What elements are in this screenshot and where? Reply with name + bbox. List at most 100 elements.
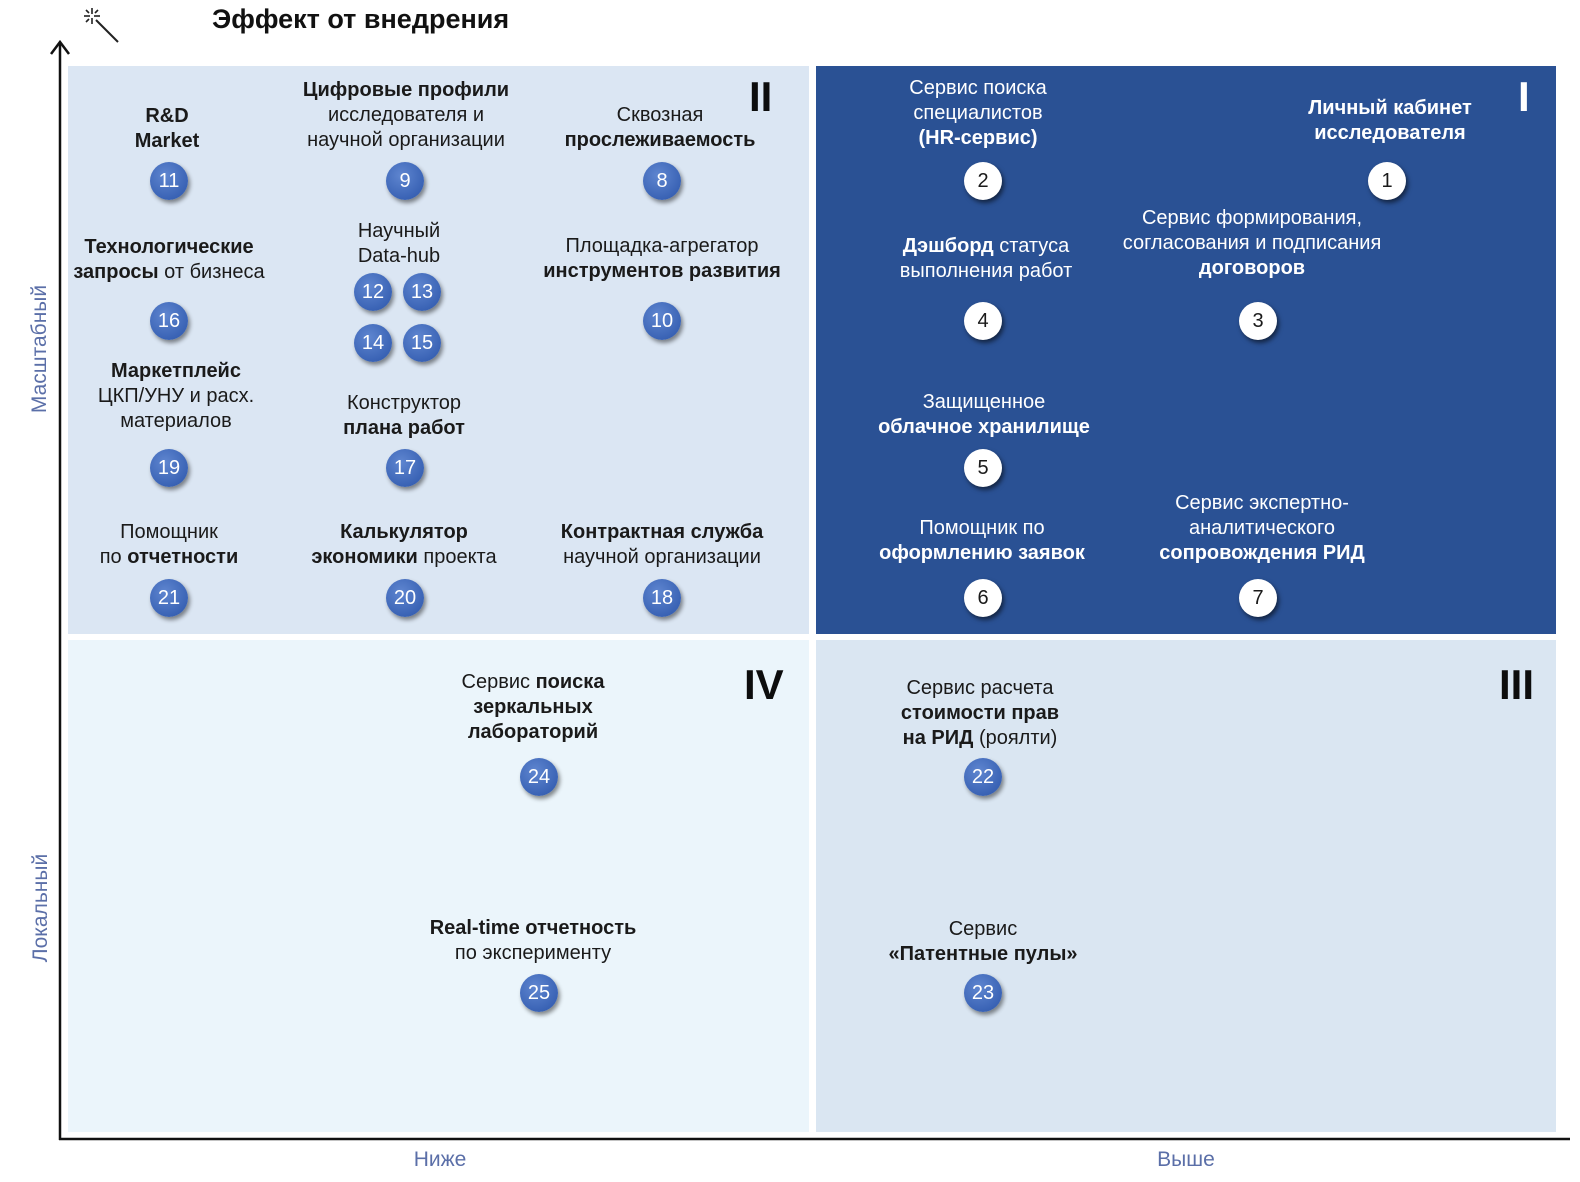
- item-label-line: ЦКП/УНУ и расх.: [97, 385, 255, 407]
- item-number-badge-2: 2: [964, 162, 1002, 200]
- item-label-5: Защищенное облачное хранилище: [878, 390, 1090, 440]
- item-label-line: стоимости прав: [900, 702, 1060, 724]
- item-label-10: Площадка-агрегатор инструментов развития: [543, 234, 781, 284]
- item-label-line: Сервис поиска: [909, 77, 1047, 99]
- item-label-8: Сквозная прослеживаемость: [565, 103, 756, 153]
- item-label-line: Защищенное: [922, 391, 1046, 413]
- y-axis-label-top: Масштабный: [28, 284, 52, 414]
- quadrant-iii: [816, 640, 1556, 1132]
- item-label-line: «Патентные пулы»: [888, 943, 1078, 965]
- item-label-line: лабораторий: [467, 721, 599, 743]
- item-label-23: Сервис «Патентные пулы»: [888, 917, 1077, 967]
- item-label-line: запросы от бизнеса: [73, 261, 265, 283]
- magic-wand-icon: [84, 8, 119, 43]
- item-label-line: по эксперименту: [454, 942, 612, 964]
- item-label-line: инструментов развития: [543, 260, 781, 282]
- item-label-line: материалов: [120, 410, 232, 432]
- item-number-badge-15: 15: [403, 324, 441, 362]
- quadrant-i-label: I: [1518, 73, 1530, 120]
- item-label-22: Сервис расчета стоимости прав на РИД (роял…: [901, 676, 1059, 751]
- item-number-badge-8: 8: [643, 162, 681, 200]
- item-label-line: Цифровые профили: [302, 79, 510, 101]
- item-number-badge-5: 5: [964, 449, 1002, 487]
- quadrant-iv: [68, 640, 809, 1132]
- item-label-20: Калькулятор экономики проекта: [311, 520, 496, 570]
- item-label-line: Маркетплейс: [111, 360, 241, 382]
- item-number-badge-6: 6: [964, 579, 1002, 617]
- item-label-25: Real-time отчетность по эксперименту: [430, 916, 637, 966]
- item-label-9: Цифровые профили исследователя и научной о…: [303, 78, 509, 153]
- item-label-3: Сервис формирования, согласования и подпи…: [1123, 206, 1382, 281]
- x-axis-label-right: Выше: [1157, 1148, 1215, 1171]
- item-number-badge-23: 23: [964, 974, 1002, 1012]
- item-number-badge-18: 18: [643, 579, 681, 617]
- item-number-badge-13: 13: [403, 273, 441, 311]
- item-number-badge-7: 7: [1239, 579, 1277, 617]
- item-label-line: Дэшборд статуса: [902, 235, 1070, 257]
- item-number-badge-20: 20: [386, 579, 424, 617]
- item-number-badge-12: 12: [354, 273, 392, 311]
- quadrant-iv-label: IV: [744, 661, 784, 708]
- item-label-line: Сервис: [948, 918, 1018, 940]
- item-label-line: аналитического: [1188, 517, 1336, 539]
- item-label-line: Сквозная: [616, 104, 704, 126]
- y-axis-label-bottom: Локальный: [29, 853, 53, 963]
- item-label-line: исследователя: [1314, 122, 1466, 144]
- item-label-line: Сервис формирования,: [1141, 207, 1363, 229]
- item-number-badge-9: 9: [386, 162, 424, 200]
- quadrant-iii-label: III: [1499, 661, 1535, 708]
- item-number-badge-14: 14: [354, 324, 392, 362]
- item-number-badge-19: 19: [150, 449, 188, 487]
- item-label-6: Помощник по оформлению заявок: [879, 516, 1085, 566]
- item-label-line: оформлению заявок: [879, 542, 1085, 564]
- item-label-line: по отчетности: [99, 546, 239, 568]
- item-number-badge-21: 21: [150, 579, 188, 617]
- quadrant-i: [816, 66, 1556, 634]
- item-label-line: научной организации: [563, 546, 761, 568]
- item-label-21: Помощник по отчетности: [100, 520, 239, 570]
- item-label-line: плана работ: [343, 417, 465, 439]
- item-number-badge-16: 16: [150, 302, 188, 340]
- item-number-badge-10: 10: [643, 302, 681, 340]
- item-label-line: Market: [134, 130, 200, 152]
- item-label-line: прослеживаемость: [564, 129, 756, 151]
- item-label-line: сопровождения РИД: [1159, 542, 1365, 564]
- item-number-badge-17: 17: [386, 449, 424, 487]
- item-label-line: согласования и подписания: [1122, 232, 1382, 254]
- item-label-line: экономики проекта: [311, 546, 497, 568]
- item-label-7: Сервис экспертно-аналитического сопровожд…: [1159, 491, 1364, 566]
- item-number-badge-24: 24: [520, 758, 558, 796]
- item-label-line: Помощник по: [919, 517, 1045, 539]
- item-label-line: Сервис поиска: [461, 671, 605, 693]
- item-label-line: Технологические: [84, 236, 254, 258]
- item-label-line: Сервис расчета: [906, 677, 1054, 699]
- x-axis-label-left: Ниже: [413, 1148, 467, 1171]
- item-label-line: договоров: [1198, 257, 1306, 279]
- item-number-badge-1: 1: [1368, 162, 1406, 200]
- item-label-line: Площадка-агрегатор: [565, 235, 759, 257]
- page-title: Эффект от внедрения: [212, 4, 510, 34]
- item-label-line: Контрактная служба: [560, 521, 764, 543]
- item-label-line: Помощник: [120, 521, 218, 543]
- y-axis-arrow-icon: [50, 39, 70, 55]
- item-label-line: научной организации: [307, 129, 505, 151]
- item-label-18: Контрактная служба научной организации: [561, 520, 763, 570]
- item-label-line: Калькулятор: [340, 521, 468, 543]
- item-label-line: Конструктор: [346, 392, 462, 414]
- item-number-badge-25: 25: [520, 974, 558, 1012]
- item-label-line: на РИД (роялти): [902, 727, 1058, 749]
- item-label-line: Сервис экспертно-: [1175, 492, 1349, 514]
- item-label-line: облачное хранилище: [878, 416, 1090, 438]
- item-label-line: Data-hub: [357, 245, 441, 267]
- item-label-11: R&D Market: [135, 104, 199, 154]
- item-label-line: исследователя и: [327, 104, 485, 126]
- item-label-line: Real-time отчетность: [429, 917, 637, 939]
- item-label-17: Конструктор плана работ: [343, 391, 465, 441]
- item-label-line: R&D: [145, 105, 189, 127]
- item-number-badge-3: 3: [1239, 302, 1277, 340]
